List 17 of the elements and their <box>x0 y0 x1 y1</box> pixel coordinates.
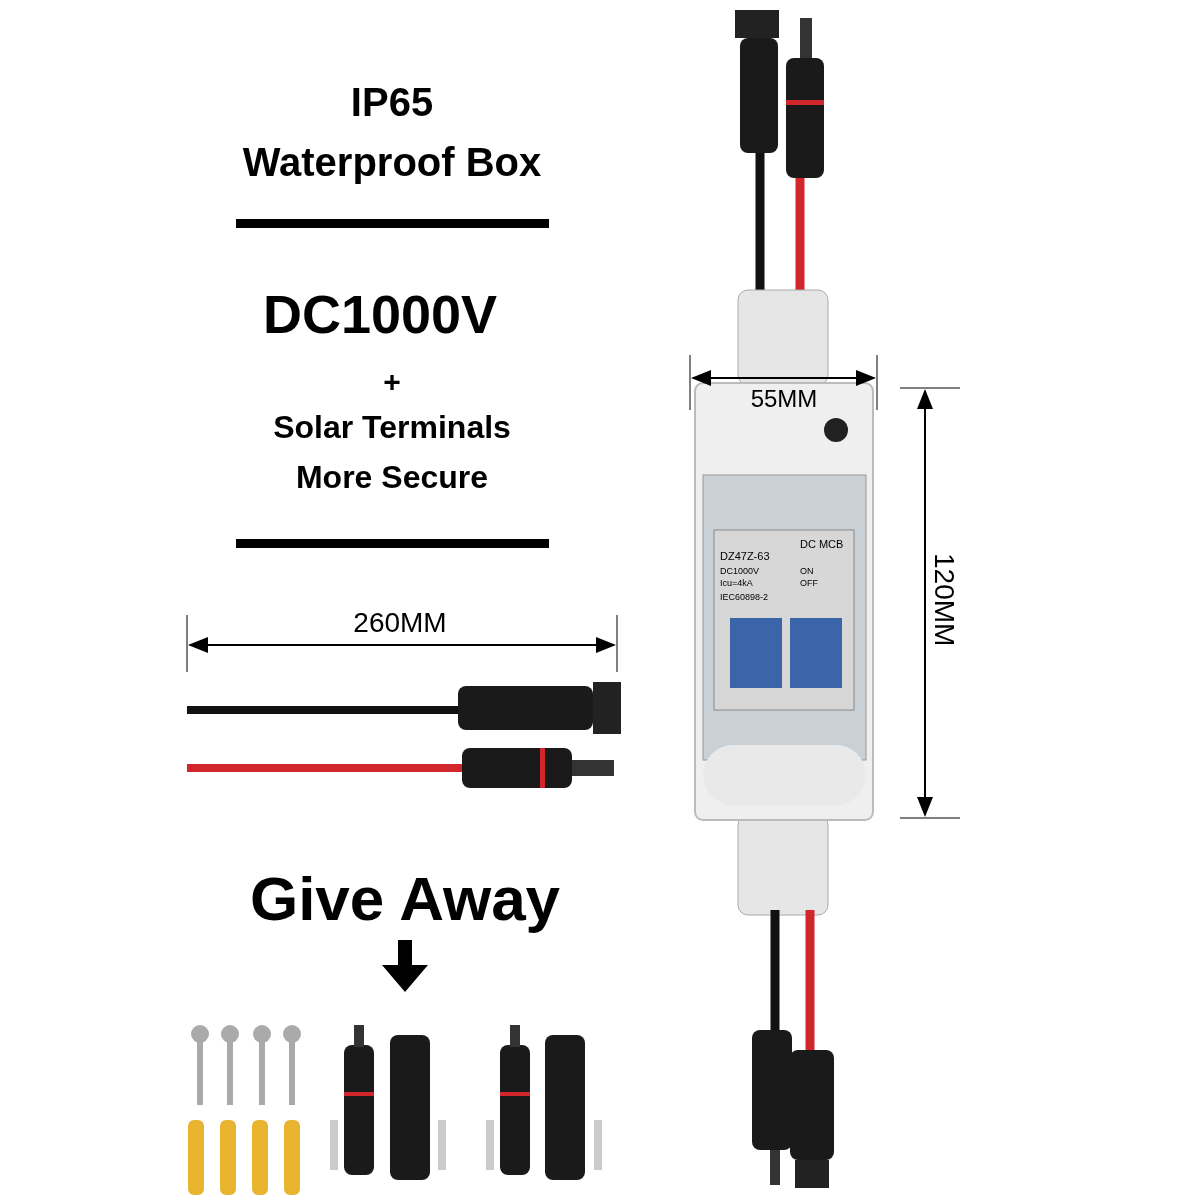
dimension-label: 120MM <box>928 553 959 647</box>
voltage-rating: DC1000V <box>262 285 498 345</box>
model-number: DZ47Z-63 <box>720 550 770 563</box>
feature-text: More Secure <box>295 460 489 496</box>
dimension-label: 55MM <box>750 386 818 413</box>
standard-text: IEC60898-2 <box>720 593 769 603</box>
switch-marking: ON <box>800 567 814 577</box>
breaker-type: DC MCB <box>800 538 844 551</box>
feature-text: Solar Terminals <box>273 410 511 446</box>
switch-marking: OFF <box>800 579 818 589</box>
plus-sign: + <box>383 365 401 398</box>
rating-text: Icu=4kA <box>720 579 753 589</box>
heading: Waterproof Box <box>242 140 542 184</box>
rating-text: DC1000V <box>720 567 760 577</box>
heading: IP65 <box>350 80 434 124</box>
dimension-label: 260MM <box>353 608 447 639</box>
heading: Give Away <box>249 865 561 934</box>
